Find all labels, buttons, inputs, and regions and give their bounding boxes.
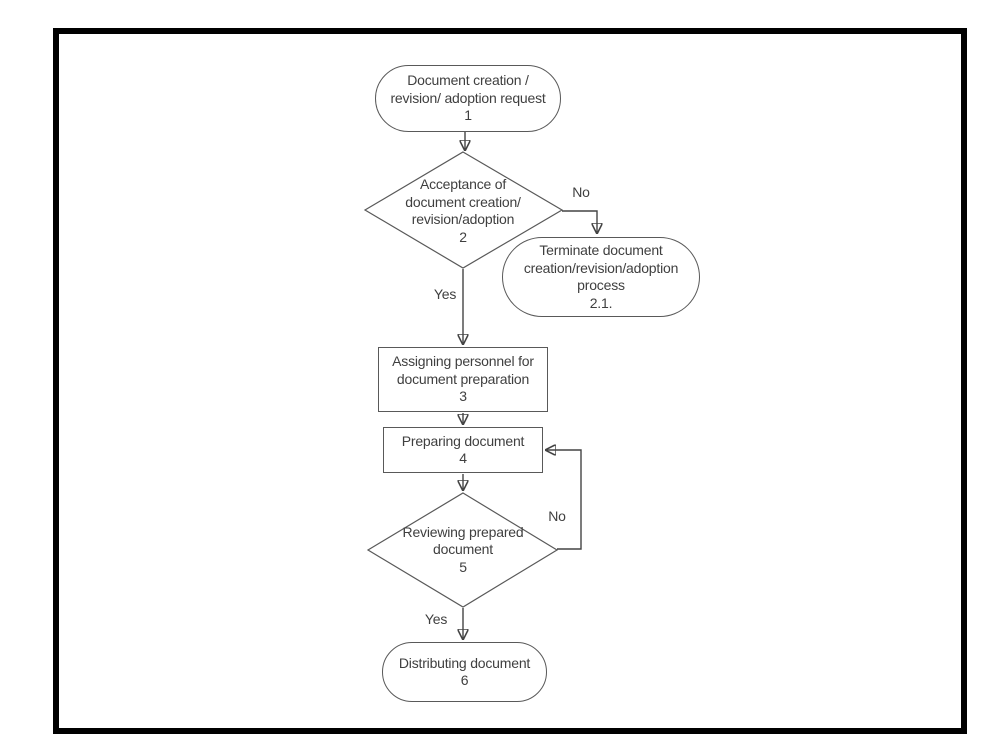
decision-review-shape xyxy=(366,492,559,608)
connector-acceptance-no-to-terminate xyxy=(562,210,597,233)
node-acceptance-decision: Acceptance of document creation/ revisio… xyxy=(373,174,553,248)
decision-acceptance-shape xyxy=(363,151,564,269)
node-assign-label: Assigning personnel for document prepara… xyxy=(392,353,534,405)
node-prepare-process: Preparing document 4 xyxy=(383,427,543,473)
node-start-label: Document creation / revision/ adoption r… xyxy=(390,72,546,124)
node-review-decision: Reviewing prepared document 5 xyxy=(373,522,553,578)
node-review-label: Reviewing prepared document 5 xyxy=(402,523,524,575)
node-start-terminator: Document creation / revision/ adoption r… xyxy=(375,65,561,132)
outer-border-frame xyxy=(53,28,967,734)
edge-label-acceptance-yes: Yes xyxy=(433,286,457,302)
node-prepare-label: Preparing document 4 xyxy=(401,432,525,467)
node-distribute-terminator: Distributing document 6 xyxy=(382,642,547,702)
node-distribute-label: Distributing document 6 xyxy=(398,654,531,689)
edge-label-acceptance-no: No xyxy=(572,184,590,200)
node-terminate-terminator: Terminate document creation/revision/ado… xyxy=(502,237,700,317)
edge-label-review-yes: Yes xyxy=(424,611,448,627)
node-terminate-label: Terminate document creation/revision/ado… xyxy=(523,242,679,311)
edge-label-review-no: No xyxy=(548,508,566,524)
connector-review-no-loop-to-prepare xyxy=(546,450,582,550)
node-assign-process: Assigning personnel for document prepara… xyxy=(378,347,548,412)
node-acceptance-label: Acceptance of document creation/ revisio… xyxy=(405,176,521,245)
